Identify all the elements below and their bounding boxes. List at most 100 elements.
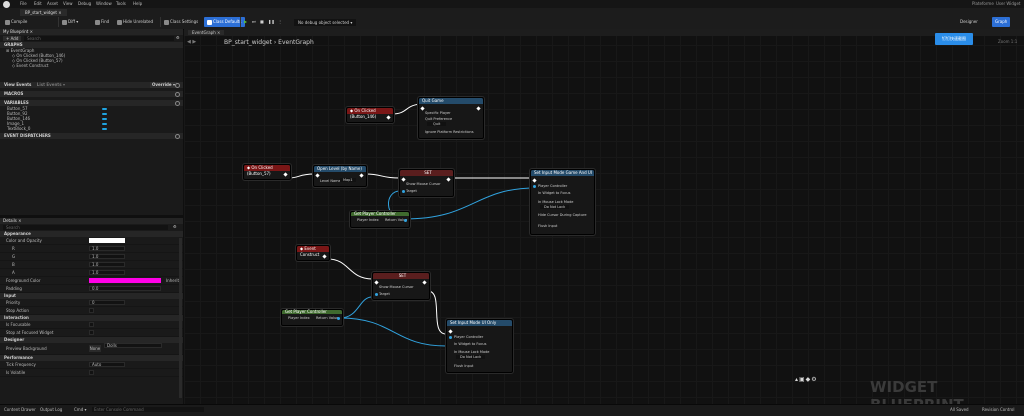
designer-section[interactable]: Designer [0,337,183,343]
unreal-logo-icon[interactable] [3,1,10,8]
variable-item[interactable]: Button_92 [0,111,183,116]
step-button[interactable]: ⏭ [252,19,256,24]
class-settings-button[interactable]: Class Settings [164,17,198,27]
revision-control-button[interactable]: Revision Control [982,407,1015,412]
output-log-button[interactable]: Output Log [40,407,63,412]
exec-out-pin[interactable] [359,173,364,178]
console-command-input[interactable]: Enter Console Command [92,407,204,412]
object-pin[interactable] [402,190,405,193]
event-item[interactable]: ◇ On Clicked (Button_57) [12,58,63,63]
inherit-link[interactable]: Inherit [166,278,180,283]
settings-icon[interactable]: ⚙ [173,224,177,229]
exec-out-pin[interactable] [322,254,327,259]
lock-mode-select[interactable]: Do Not Lock [456,355,486,359]
all-saved-indicator[interactable]: All Saved [950,407,969,412]
details-search-input[interactable]: Search [3,225,168,230]
object-pin[interactable] [375,293,378,296]
padding-field[interactable]: 0.0 [89,286,161,291]
settings-icon[interactable]: ⚙ [176,35,180,40]
get-player-controller-node[interactable]: Get Player Controller Player Index Retur… [350,211,410,228]
menu-debug[interactable]: Debug [78,1,92,6]
object-pin[interactable] [449,336,452,339]
stop-action-checkbox[interactable] [89,308,94,313]
set-show-cursor-node-2[interactable]: SET Show Mouse Cursor Target [372,272,430,300]
find-button[interactable]: Find [95,17,109,27]
pin-value[interactable]: Quit [427,122,447,126]
priority-field[interactable]: 0 [89,300,125,305]
event-graph-canvas[interactable]: EventGraph × ◀ ▶ BP_start_widget › Event… [184,29,1024,414]
exec-in-pin[interactable] [374,280,379,285]
event-dispatchers-section[interactable]: EVENT DISPATCHERS [0,133,183,139]
functions-section[interactable]: View Events List Events ▾ Override ▾ [0,82,183,88]
interaction-section[interactable]: Interaction [0,315,183,321]
debug-object-select[interactable]: No debug object selected ▾ [294,19,357,26]
details-scrollbar[interactable] [179,238,182,398]
add-button[interactable]: + Add [3,36,22,41]
r-field[interactable]: 1.0 [89,246,125,251]
variable-item[interactable]: Button_57 [0,106,183,111]
quit-game-node[interactable]: Quit Game Specific Player Quit Preferenc… [418,97,484,139]
macros-section[interactable]: MACROS [0,91,183,97]
a-field[interactable]: 1.0 [89,270,125,275]
exec-out-pin[interactable] [476,106,481,111]
stop-focus-checkbox[interactable] [89,330,94,335]
menu-edit[interactable]: Edit [34,1,42,6]
variable-item[interactable]: Button_146 [0,116,183,121]
exec-out-pin[interactable] [446,177,451,182]
appearance-section[interactable]: Appearance [0,231,183,237]
event-item[interactable]: ◇ Event Construct [12,63,49,68]
graph-toolbar-icons[interactable]: ▴▣◆⚙ [795,376,818,383]
add-variable-icon[interactable] [175,101,180,106]
exec-in-pin[interactable] [448,329,453,334]
object-pin[interactable] [533,185,536,188]
preview-bg-thumb[interactable]: None [89,345,101,352]
diff-button[interactable]: Diff ▾ [62,17,78,27]
play-options-button[interactable]: ⋮ [278,19,282,24]
b-field[interactable]: 1.0 [89,262,125,267]
event-node-click-146[interactable]: ◆ On Clicked (Button_146) [346,107,394,123]
asset-tab[interactable]: BP_start_widget × [20,9,67,16]
volatile-checkbox[interactable] [89,370,94,375]
pause-button[interactable]: ❚❚ [268,19,275,24]
play-button[interactable]: ▶ [244,19,248,24]
event-construct-node[interactable]: ◆ Event Construct [296,245,330,261]
focusable-checkbox[interactable] [89,322,94,327]
exec-in-pin[interactable] [401,177,406,182]
exec-in-pin[interactable] [315,173,320,178]
performance-section[interactable]: Performance [0,355,183,361]
content-drawer-button[interactable]: Content Drawer [4,407,36,412]
set-input-mode-ui-only-node[interactable]: Set Input Mode UI Only Player Controller… [446,319,513,373]
get-player-controller-node-2[interactable]: Get Player Controller Player Index Retur… [281,309,343,326]
exec-out-pin[interactable] [422,280,427,285]
stop-button[interactable]: ■ [260,19,264,24]
exec-in-pin[interactable] [420,106,425,111]
variables-section[interactable]: VARIABLES [0,100,183,106]
class-defaults-button[interactable]: Class Defaults [204,17,245,27]
menu-help[interactable]: Help [133,1,143,6]
cmd-select[interactable]: Cmd ▾ [74,407,87,412]
menu-window[interactable]: Window [96,1,112,6]
compile-button[interactable]: Compile [5,17,27,27]
exec-out-pin[interactable] [283,172,288,177]
exec-in-pin[interactable] [532,178,537,183]
object-pin[interactable] [404,219,407,222]
set-show-cursor-node[interactable]: SET Show Mouse Cursor Target [399,169,454,197]
menu-asset[interactable]: Asset [47,1,58,6]
add-dispatcher-icon[interactable] [175,134,180,139]
add-function-icon[interactable] [175,83,180,88]
object-pin[interactable] [337,317,340,320]
input-section[interactable]: Input [0,293,183,299]
event-node-click-57[interactable]: ◆ On Clicked (Button_57) [243,164,291,180]
preview-bg-select[interactable]: Dolls [104,343,162,348]
details-tab[interactable]: Details × [0,218,183,224]
variable-item[interactable]: Image_1 [0,121,183,126]
menu-view[interactable]: View [63,1,73,6]
event-item[interactable]: ◇ On Clicked (Button_146) [12,53,66,58]
menu-file[interactable]: File [20,1,27,6]
color-swatch[interactable] [89,238,125,243]
graph-button[interactable]: Graph [992,17,1011,27]
designer-button[interactable]: Designer [960,19,978,24]
add-macro-icon[interactable] [175,92,180,97]
tick-select[interactable]: Auto [89,362,125,367]
graph-item[interactable]: ⊞ EventGraph [6,48,35,53]
